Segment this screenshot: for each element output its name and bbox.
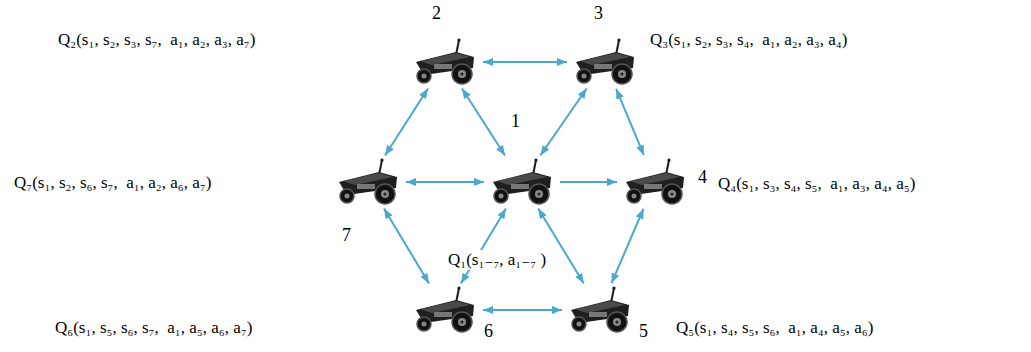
q-function-label: Q₂(s₁, s₂, s₃, s₇, a₁, a₂, a₃, a₇): [56, 30, 257, 50]
robot-node: 3: [570, 38, 640, 86]
q-function-label: Q₇(s₁, s₂, s₆, s₇, a₁, a₂, a₆, a₇): [12, 173, 213, 193]
q-function-label: Q₁(s₁₋₇, a₁₋₇ ): [446, 250, 548, 270]
robot-icon: [565, 286, 635, 334]
link-arrow: [462, 89, 505, 156]
robot-node: 6: [410, 286, 480, 334]
robot-number: 6: [484, 322, 493, 340]
robot-number: 5: [639, 322, 648, 340]
label-slot: Q₅(s₁, s₄, s₅, s₆, a₁, a₄, a₅, a₆): [674, 318, 875, 338]
robot-number: 2: [432, 4, 441, 22]
label-slot: Q₂(s₁, s₂, s₃, s₇, a₁, a₂, a₃, a₇): [56, 30, 257, 50]
link-arrow: [406, 181, 484, 183]
link-arrow: [538, 209, 584, 284]
robot-icon: [410, 38, 480, 86]
robot-node: 7: [333, 158, 403, 206]
robot-node: 1: [487, 158, 557, 206]
robot-node: 2: [410, 38, 480, 86]
link-arrow: [616, 89, 644, 155]
robot-icon: [487, 158, 557, 206]
label-slot: Q₆(s₁, s₅, s₆, s₇, a₁, a₅, a₆, a₇): [53, 318, 254, 338]
robot-icon: [570, 38, 640, 86]
link-arrow: [384, 209, 429, 284]
robot-icon: [620, 158, 690, 206]
link-arrow: [611, 209, 643, 283]
robot-icon: [333, 158, 403, 206]
q-function-label: Q₄(s₁, s₃, s₄, s₅, a₁, a₃, a₄, a₅): [716, 174, 917, 194]
q-function-label: Q₃(s₁, s₂, s₃, s₄, a₁, a₂, a₃, a₄): [648, 30, 849, 50]
robot-number: 4: [698, 168, 707, 186]
label-slot: Q₃(s₁, s₂, s₃, s₄, a₁, a₂, a₃, a₄): [648, 30, 849, 50]
robot-icon: [410, 286, 480, 334]
label-slot: Q₄(s₁, s₃, s₄, s₅, a₁, a₃, a₄, a₅): [716, 174, 917, 194]
robot-node: 5: [565, 286, 635, 334]
q-function-label: Q₆(s₁, s₅, s₆, s₇, a₁, a₅, a₆, a₇): [53, 318, 254, 338]
label-slot: Q₁(s₁₋₇, a₁₋₇ ): [446, 250, 548, 270]
robot-node: 4: [620, 158, 690, 206]
label-slot: Q₇(s₁, s₂, s₆, s₇, a₁, a₂, a₆, a₇): [12, 173, 213, 193]
robot-number: 7: [342, 226, 351, 244]
link-arrow: [540, 88, 586, 155]
link-arrow: [483, 309, 562, 311]
link-arrow: [461, 209, 506, 284]
link-arrow: [385, 89, 428, 156]
link-arrow: [483, 61, 567, 63]
robot-number: 1: [511, 112, 520, 130]
q-function-label: Q₅(s₁, s₄, s₅, s₆, a₁, a₄, a₅, a₆): [674, 318, 875, 338]
robot-number: 3: [594, 4, 603, 22]
link-arrow: [560, 181, 617, 183]
